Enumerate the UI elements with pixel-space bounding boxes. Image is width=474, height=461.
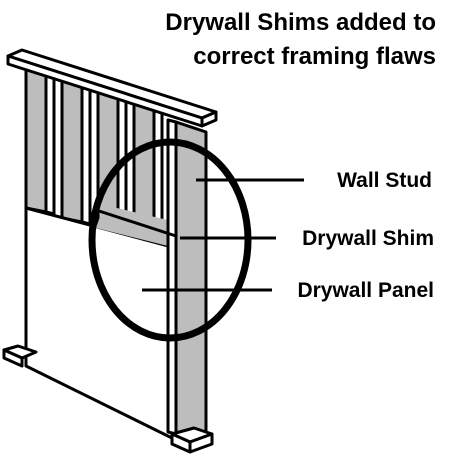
- stud-1-face: [44, 68, 56, 216]
- label-drywall-shim: Drywall Shim: [302, 227, 434, 250]
- wall-stud: [166, 118, 208, 444]
- top-plate-end: [200, 110, 218, 128]
- drywall-panel: [24, 206, 178, 442]
- callout-leaders: [142, 178, 304, 292]
- stud-2: [60, 74, 84, 224]
- stud-2-face: [80, 80, 92, 226]
- drywall-shim: [95, 208, 177, 238]
- wall-framing: [6, 48, 218, 242]
- stud-1: [24, 62, 48, 214]
- diagram-title-line-2: correct framing flaws: [193, 43, 436, 70]
- bottom-plate: [2, 344, 214, 454]
- detail-circle: [88, 138, 252, 342]
- label-drywall-panel: Drywall Panel: [297, 279, 434, 302]
- wall-stud-face: [174, 120, 208, 444]
- wall-stud-edge: [166, 118, 178, 436]
- bottom-plate-left-front: [2, 348, 24, 368]
- diagram-title-line-1: Drywall Shims added to: [165, 9, 436, 36]
- label-wall-stud: Wall Stud: [337, 169, 432, 192]
- bottom-plate-right-end: [188, 432, 214, 454]
